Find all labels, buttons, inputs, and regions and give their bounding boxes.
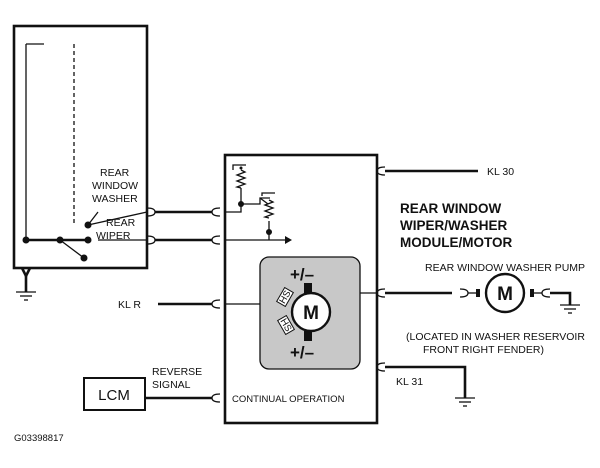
motor-icon [290,291,332,333]
rear-window-washer-label-1: REAR [100,167,130,179]
resistor-1-icon [234,169,247,189]
rear-window-washer-label-3: WASHER [92,193,138,205]
arrow-icon [285,236,292,244]
pump-motor-icon [484,272,526,314]
pump-motor-label: M [497,284,513,305]
resistor-1-top [232,164,246,170]
washer-internal-circuit [226,188,242,213]
switch-contact-1 [22,236,30,244]
pump-label: REAR WINDOW WASHER PUMP [425,262,585,274]
motor-label: M [303,303,319,324]
kl31-connector [376,362,386,372]
motor-brush-bottom [304,331,312,341]
kl31-label: KL 31 [396,376,423,388]
motor-brush-top [304,283,312,293]
figure-id: G03398817 [14,433,64,444]
hs-tag-bottom [276,314,296,336]
module-title-2: WIPER/WASHER [400,218,508,233]
motor-top-polarity: +/– [290,265,314,284]
pump-connector-left [459,288,469,298]
washer-lever [87,211,99,226]
resistor-2-icon [262,199,275,219]
kl30-connector [376,166,386,176]
switch-contact-wiper [84,236,92,244]
wiper-connector-right [211,235,221,245]
pump-note-1: (LOCATED IN WASHER RESERVOIR [406,331,585,343]
pump-note-2: FRONT RIGHT FENDER) [423,344,544,356]
kl31-wire [385,365,467,398]
lcm-label: LCM [98,387,130,404]
pump-connector-module [376,288,386,298]
module-title-3: MODULE/MOTOR [400,235,512,250]
klr-label: KL R [118,299,141,311]
pump-ground-wire [550,291,572,305]
hs-tag-top [275,286,295,308]
rear-wiper-label-2: WIPER [96,230,131,242]
lcm-box [83,377,146,411]
reverse-signal-label-2: SIGNAL [152,379,191,391]
pump-connector-right [541,288,551,298]
resistor-2-top [261,192,275,196]
module-title-1: REAR WINDOW [400,201,501,216]
klr-connector [211,299,221,309]
rear-wiper-label-1: REAR [106,217,136,229]
wiper-switch-box [12,24,149,270]
continual-operation-label: CONTINUAL OPERATION [232,394,345,405]
motor-bottom-polarity: +/– [290,343,314,362]
reverse-signal-label-1: REVERSE [152,366,202,378]
reverse-connector [211,393,221,403]
washer-connector-right [211,207,221,217]
kl30-label: KL 30 [487,166,514,178]
switch-lever [59,239,85,259]
washer-internal-line [87,211,148,226]
rear-window-washer-label-2: WINDOW [92,180,138,192]
